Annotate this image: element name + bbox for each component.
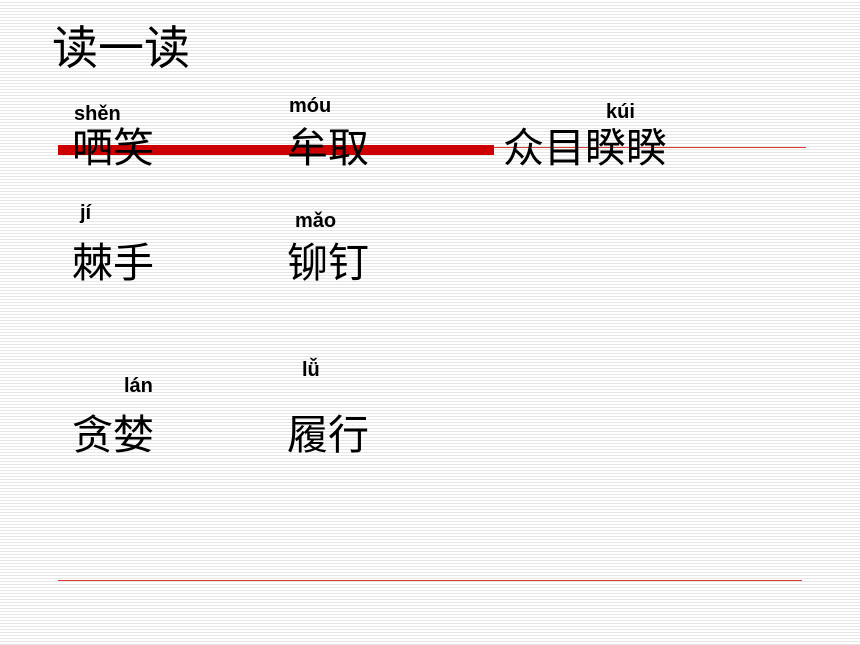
- pinyin-ji: jí: [80, 202, 92, 224]
- pinyin-shen: shěn: [74, 103, 121, 125]
- pinyin-mao: mǎo: [295, 210, 337, 232]
- pinyin-lv: lǚ: [302, 359, 320, 381]
- word-mou-qu: 牟取: [287, 124, 369, 172]
- accent-bar: [58, 145, 494, 155]
- word-shen-xiao: 哂笑: [72, 124, 154, 172]
- word-lv-xing: 履行: [287, 411, 369, 459]
- divider-line-bottom: [58, 580, 802, 581]
- accent-line-top: [494, 147, 806, 148]
- pinyin-kui: kúi: [606, 101, 635, 123]
- slide-title: 读一读: [52, 21, 190, 75]
- word-zhong-mu-kui-kui: 众目睽睽: [503, 124, 667, 172]
- word-tan-lan: 贪婪: [72, 411, 154, 459]
- word-mao-ding: 铆钉: [287, 239, 369, 287]
- word-ji-shou: 棘手: [72, 239, 154, 287]
- pinyin-lan: lán: [124, 375, 153, 397]
- pinyin-mou: móu: [289, 95, 332, 117]
